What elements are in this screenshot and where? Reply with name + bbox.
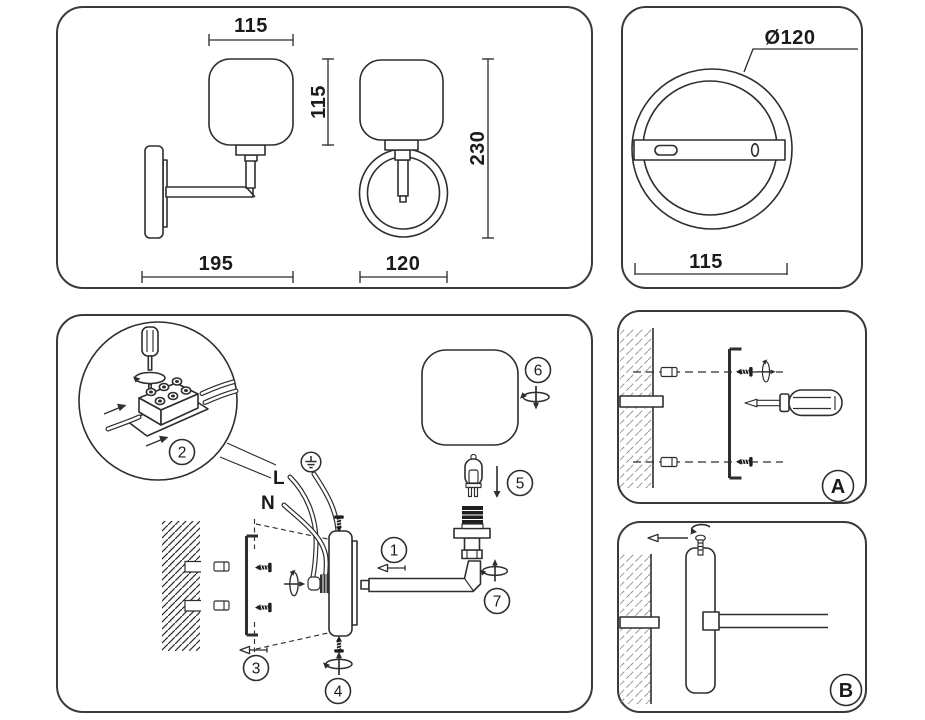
terminal-screws xyxy=(145,377,192,406)
dimension-plate-diameter: Ø120 xyxy=(743,27,858,73)
step-2-number: 2 xyxy=(178,445,187,462)
canopy-with-arm xyxy=(685,547,828,694)
shade-width-label: 115 xyxy=(234,15,268,37)
lamp-side-view xyxy=(144,58,294,239)
overall-height-label: 230 xyxy=(467,131,489,166)
wiring-detail-magnifier: 2 xyxy=(78,321,277,481)
panel-plan-view: Ø120 115 xyxy=(621,6,863,289)
lamp-arm xyxy=(360,560,482,593)
panel-dimension-views: 115 115 230 195 120 xyxy=(56,6,593,289)
wire-live-label: L xyxy=(273,468,285,489)
panel-detail-b: B xyxy=(617,521,867,713)
step-6-number: 6 xyxy=(534,363,543,380)
detail-a-label: A xyxy=(831,476,845,498)
shade-height-label: 115 xyxy=(308,85,330,119)
screwdriver-icon xyxy=(744,389,843,417)
wire-direction-arrows xyxy=(103,403,169,447)
terminal-block-icon xyxy=(103,377,239,447)
dimension-plate-width: 115 xyxy=(634,251,788,275)
dimension-overall-height: 230 xyxy=(467,58,494,239)
panel-assembly: 2 xyxy=(56,314,593,713)
bulb-icon xyxy=(464,453,483,498)
dimension-shade-height: 115 xyxy=(308,58,334,146)
step-4-number: 4 xyxy=(334,684,343,701)
step-1-number: 1 xyxy=(390,543,399,560)
step-5-number: 5 xyxy=(516,476,525,493)
wall-anchor-icons xyxy=(213,561,230,611)
screw-hole xyxy=(750,143,760,158)
step-badge-3: 3 xyxy=(239,645,270,682)
dimension-shade-width: 115 xyxy=(208,15,294,46)
ledge xyxy=(619,616,660,629)
wall-anchor-icons xyxy=(660,366,678,468)
down-arrow-icon xyxy=(493,491,501,498)
step-badge-7: 7 xyxy=(483,587,511,615)
lamp-front-view xyxy=(358,59,449,238)
step-badge-1: 1 xyxy=(377,536,408,573)
ring-width-label: 120 xyxy=(386,253,421,275)
set-screw-icon xyxy=(690,523,711,556)
ledge xyxy=(619,395,664,408)
step-badge-4: 4 xyxy=(324,677,352,705)
slide-arrow-icon xyxy=(647,533,688,543)
plate-width-label: 115 xyxy=(689,251,723,273)
ground-icon xyxy=(300,451,322,473)
wall-section xyxy=(619,328,664,488)
step-badge-5: 5 xyxy=(493,466,534,498)
wire-neutral-label: N xyxy=(261,493,275,514)
detail-a-badge: A xyxy=(821,469,855,503)
plate-diameter-label: Ø120 xyxy=(765,27,816,49)
dimension-ring-width: 120 xyxy=(359,253,448,283)
canopy-side-view xyxy=(328,530,358,637)
socket-assembly xyxy=(453,506,491,560)
mounting-bracket xyxy=(728,347,742,480)
overall-depth-label: 195 xyxy=(199,253,234,275)
detail-b-label: B xyxy=(839,680,853,702)
detail-b-badge: B xyxy=(829,673,863,707)
mount-plate-plan xyxy=(631,68,793,230)
keyhole-slot xyxy=(654,144,678,156)
wall-section xyxy=(619,554,660,704)
mounting-bracket xyxy=(245,519,258,652)
dimension-overall-depth: 195 xyxy=(141,253,294,283)
step-badge-2: 2 xyxy=(168,438,196,466)
step-badge-6: 6 xyxy=(519,356,552,411)
wall-section xyxy=(162,521,201,651)
shade-icon xyxy=(421,349,519,446)
panel-detail-a: A xyxy=(617,310,867,504)
step-3-number: 3 xyxy=(252,661,261,678)
step-7-number: 7 xyxy=(493,594,502,611)
